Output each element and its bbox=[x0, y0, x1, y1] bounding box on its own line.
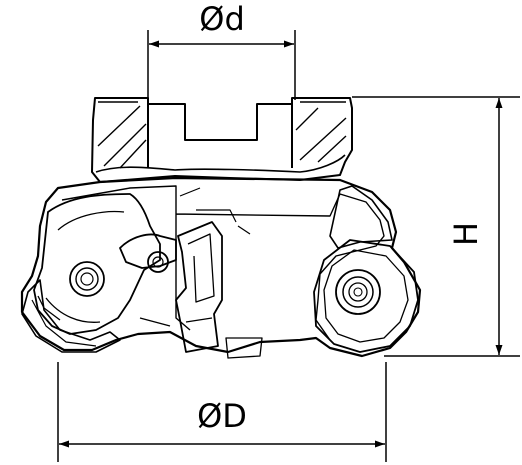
right-screw-inner bbox=[348, 282, 368, 302]
right-insert-inner bbox=[323, 249, 409, 343]
body-outline bbox=[20, 176, 422, 358]
left-insert-edge bbox=[31, 299, 97, 347]
hub-chamfer-right bbox=[295, 101, 347, 163]
bore-diameter-label: Ød bbox=[199, 0, 245, 38]
left-screw bbox=[69, 261, 105, 297]
hub-chamfer-left bbox=[97, 101, 147, 169]
insert-seat-lines bbox=[179, 187, 251, 235]
pin-head bbox=[147, 251, 169, 273]
hub-bottom-curve bbox=[95, 154, 346, 173]
left-insert bbox=[21, 279, 121, 353]
left-pocket-inner bbox=[37, 210, 125, 323]
pin-head-inner bbox=[152, 256, 164, 268]
key-slot bbox=[147, 104, 293, 168]
cutter-body bbox=[20, 176, 422, 358]
outer-diameter-label: ØD bbox=[197, 397, 247, 435]
clamp-wedge-inner bbox=[185, 233, 263, 359]
right-screw-outer bbox=[335, 269, 381, 315]
left-screw-outer bbox=[69, 261, 105, 297]
left-screw-inner bbox=[80, 272, 94, 286]
left-screw-mid bbox=[75, 267, 99, 291]
right-screw bbox=[335, 269, 381, 315]
clamp-arm bbox=[119, 233, 177, 269]
screws bbox=[69, 261, 381, 315]
right-screw-mid bbox=[342, 276, 374, 308]
right-screw-core bbox=[353, 287, 363, 297]
clamping-parts bbox=[119, 187, 263, 359]
clamp-wedge bbox=[175, 221, 223, 353]
left-pocket bbox=[33, 193, 161, 335]
right-pocket-wedge bbox=[329, 185, 393, 249]
right-insert bbox=[313, 239, 419, 353]
cutter-hub bbox=[91, 97, 353, 183]
height-label: H bbox=[447, 222, 485, 246]
dimensions bbox=[57, 30, 520, 462]
